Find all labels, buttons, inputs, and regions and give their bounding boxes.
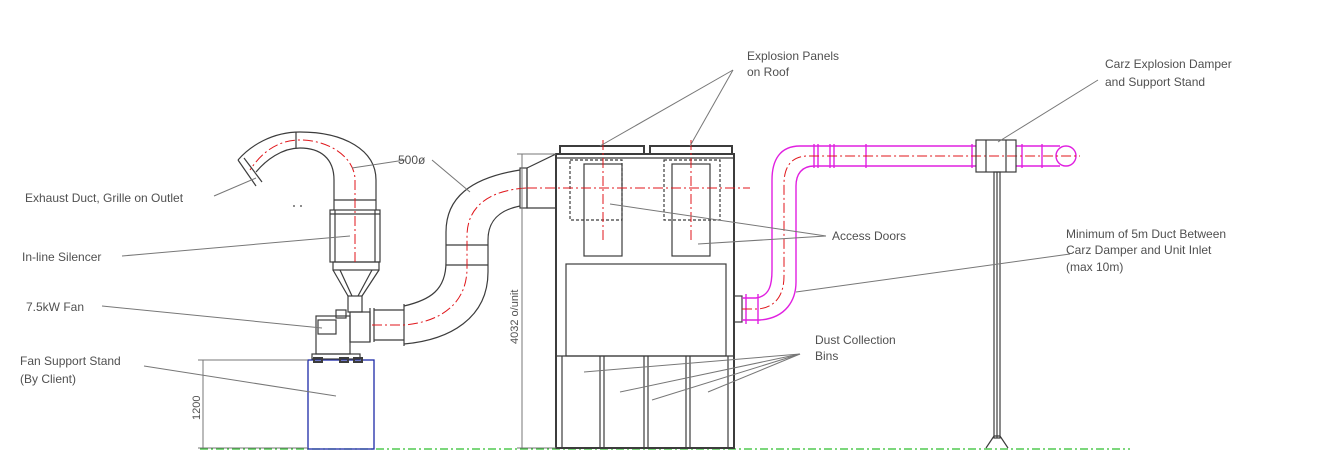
explosion-panels-label-1: Explosion Panels (747, 49, 839, 63)
carz-damper-label-2: and Support Stand (1105, 75, 1205, 89)
unit-height-dimension: 4032 o/unit (509, 153, 556, 449)
min-duct-label-3: (max 10m) (1066, 260, 1123, 274)
min-duct-label-2: Carz Damper and Unit Inlet (1066, 243, 1212, 257)
stand-height-dimension: 1200 (191, 359, 308, 449)
leader-lines (101, 69, 1099, 401)
inlet-duct-carz (742, 139, 1080, 449)
fan-support-stand (307, 359, 375, 450)
fan-label: 7.5kW Fan (26, 300, 84, 314)
stand-height-text: 1200 (191, 396, 203, 420)
access-doors-label: Access Doors (832, 229, 906, 243)
explosion-panels-label-2: on Roof (747, 65, 790, 79)
exhaust-duct (237, 131, 377, 262)
silencer-transition (332, 261, 380, 297)
exhaust-duct-label: Exhaust Duct, Grille on Outlet (25, 191, 184, 205)
dust-collector-unit (526, 140, 750, 449)
carz-damper-label-1: Carz Explosion Damper (1105, 57, 1232, 71)
fan-stand-label-2: (By Client) (20, 372, 76, 386)
fan-stand-label-1: Fan Support Stand (20, 354, 121, 368)
unit-height-text: 4032 o/unit (509, 290, 521, 344)
fan (311, 295, 375, 363)
dust-bins-label-1: Dust Collection (815, 333, 896, 347)
duct-diameter-label: 500ø (398, 153, 426, 167)
fan-to-unit-duct (372, 167, 528, 346)
silencer-label: In-line Silencer (22, 250, 101, 264)
dust-bins-label-2: Bins (815, 349, 838, 363)
min-duct-label-1: Minimum of 5m Duct Between (1066, 227, 1226, 241)
